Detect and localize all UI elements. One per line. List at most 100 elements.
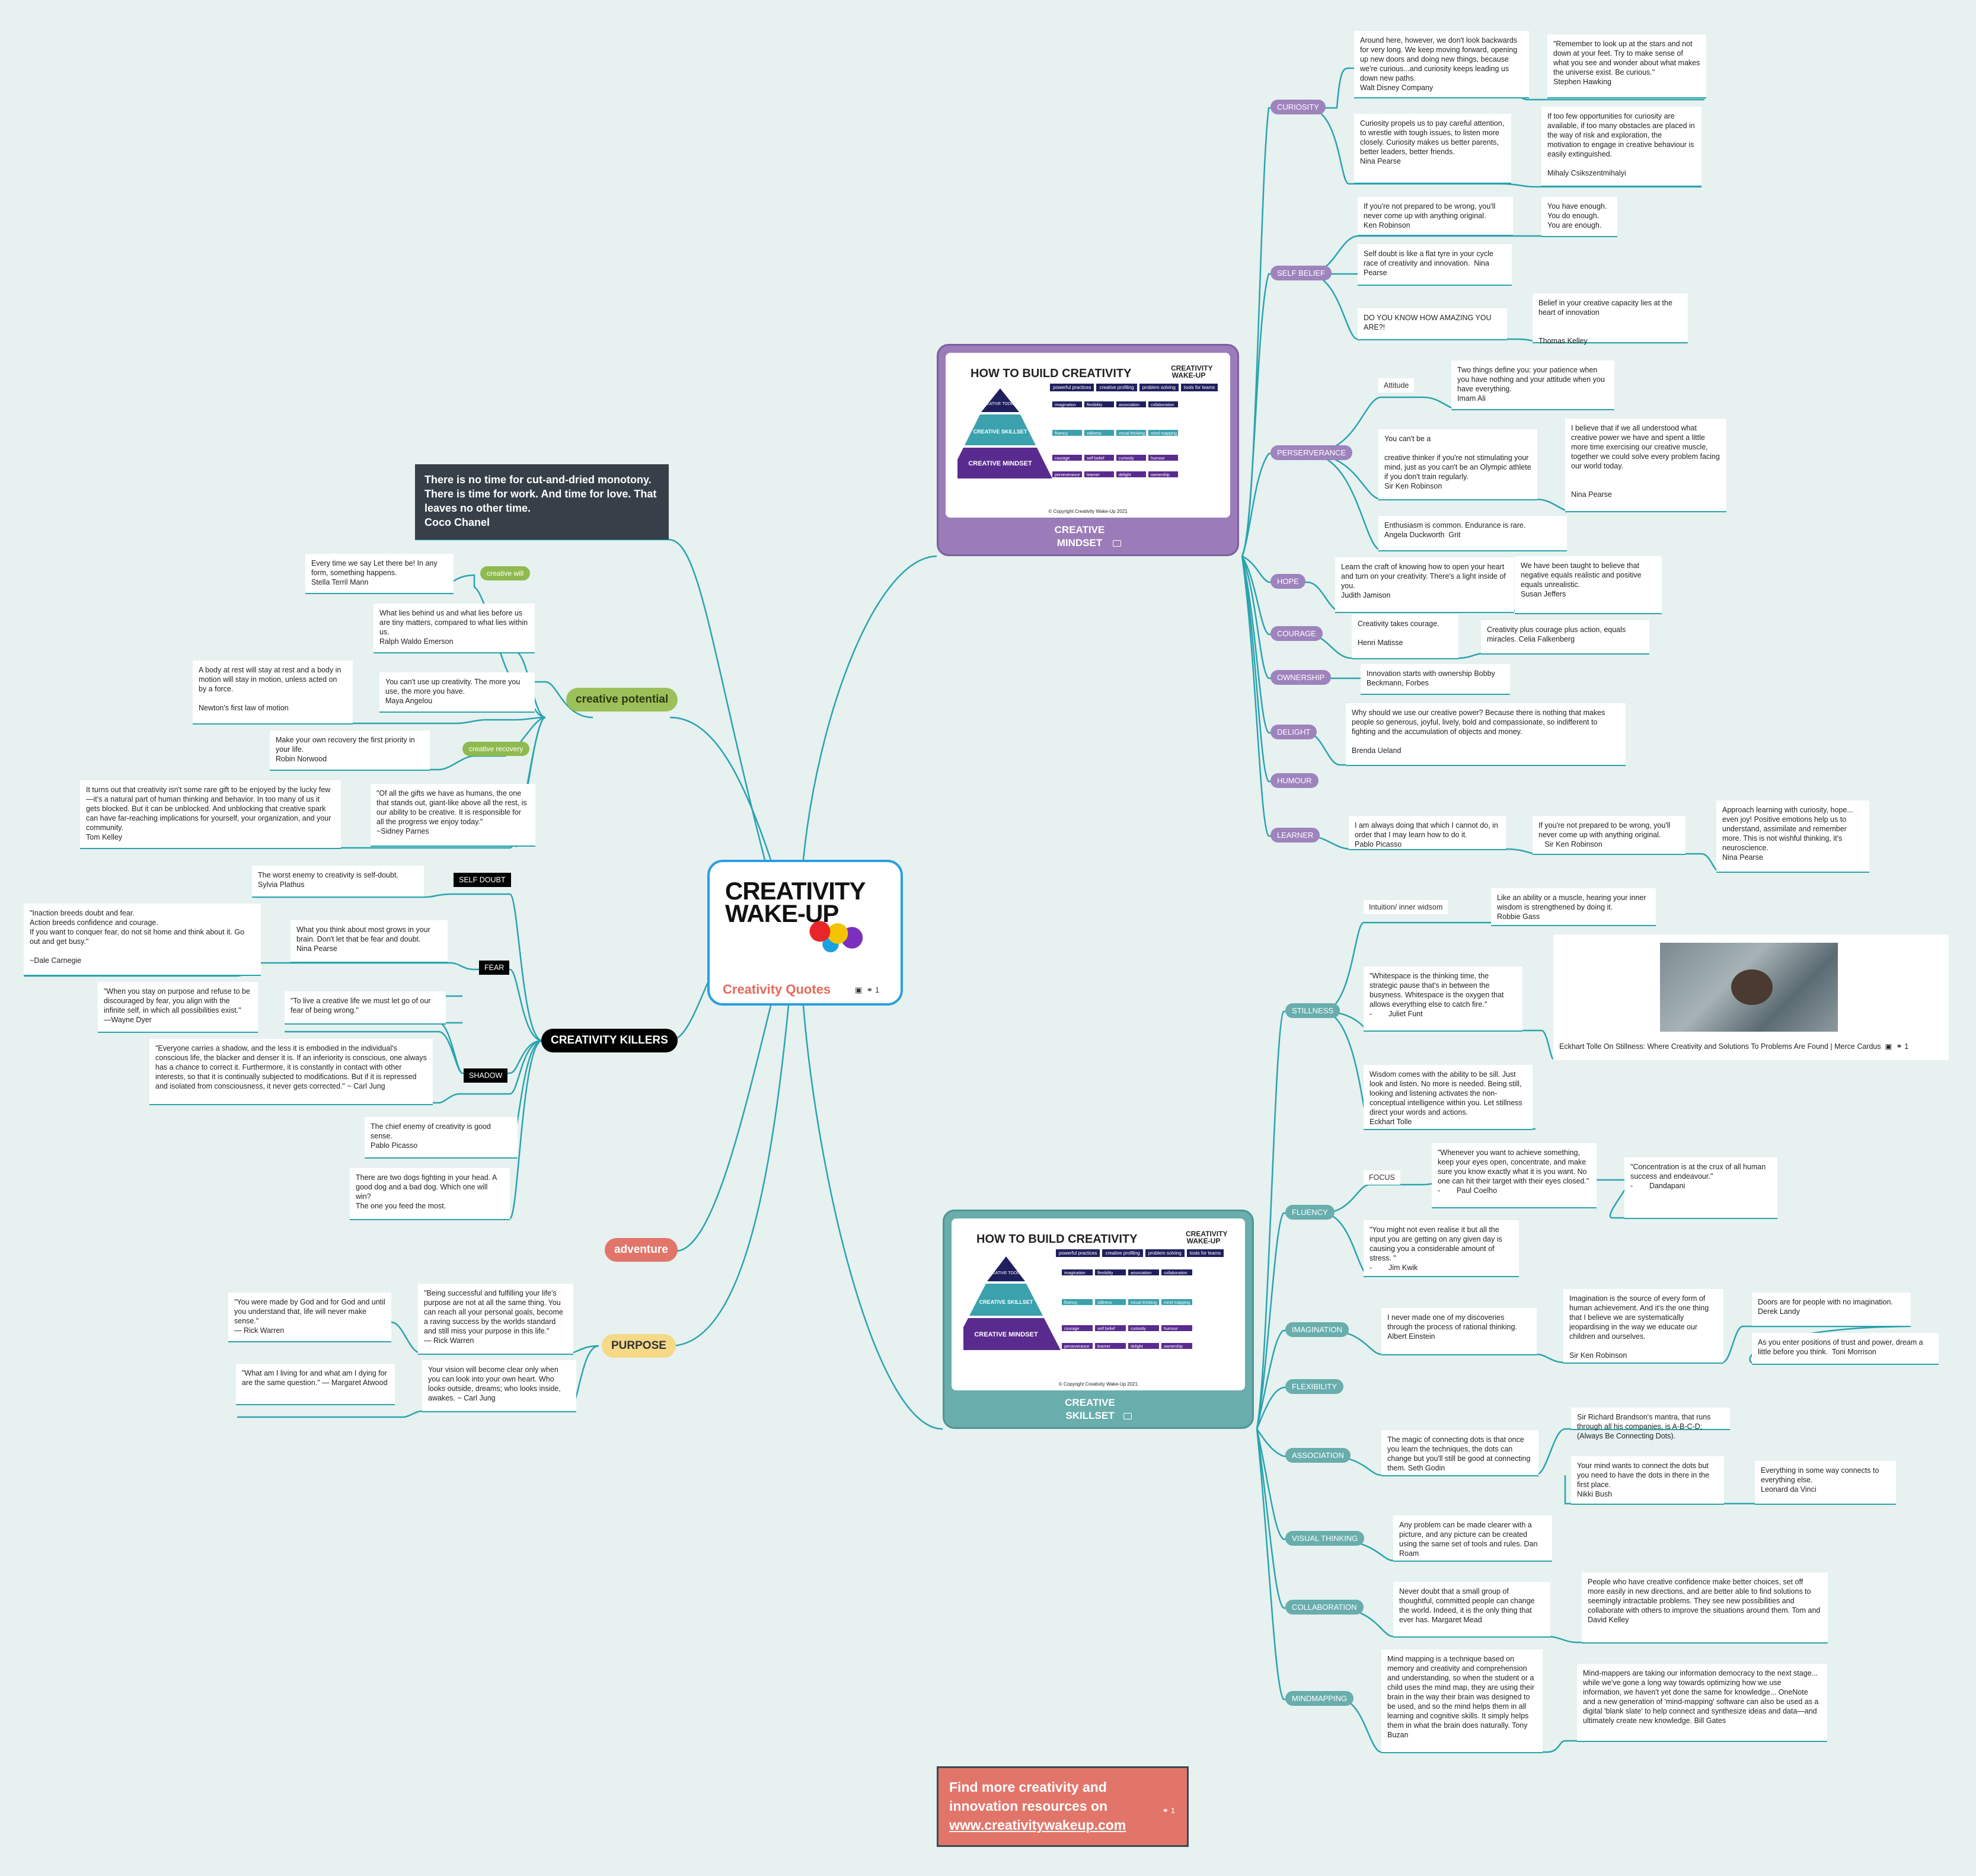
quote-card[interactable]: Never doubt that a small group of though… <box>1393 1582 1550 1638</box>
quote-card[interactable]: DO YOU KNOW HOW AMAZING YOU ARE?! <box>1358 308 1507 340</box>
quote-card[interactable]: "Everyone carries a shadow, and the less… <box>149 1039 433 1105</box>
quote-card[interactable]: If too few opportunities for curiosity a… <box>1541 107 1702 187</box>
quote-card[interactable]: "When you stay on purpose and refuse to … <box>98 982 258 1033</box>
quote-card[interactable]: Imagination is the source of every form … <box>1563 1289 1723 1364</box>
branch-stillness[interactable]: STILLNESS <box>1285 1003 1340 1018</box>
quote-card[interactable]: As you enter positions of trust and powe… <box>1752 1333 1939 1365</box>
quote-card[interactable]: "Inaction breeds doubt and fear. Action … <box>24 904 261 976</box>
quote-card[interactable]: Innovation starts with ownership Bobby B… <box>1361 664 1510 695</box>
quote-card[interactable]: I am always doing that which I cannot do… <box>1349 816 1506 850</box>
quote-card[interactable]: The worst enemy to creativity is self-do… <box>252 866 424 898</box>
quote-card[interactable]: Like an ability or a muscle, hearing you… <box>1491 888 1656 926</box>
quote-card[interactable]: Learn the craft of knowing how to open y… <box>1335 557 1514 613</box>
branch-creativity-killers[interactable]: CREATIVITY KILLERS <box>541 1029 678 1052</box>
quote-card[interactable]: "Concentration is at the crux of all hum… <box>1624 1157 1777 1219</box>
quote-card[interactable]: "You were made by God and for God and un… <box>228 1293 391 1342</box>
quote-card[interactable]: The magic of connecting dots is that onc… <box>1381 1430 1538 1476</box>
quote-card[interactable]: "Whitespace is the thinking time, the st… <box>1364 966 1522 1032</box>
label-intuition[interactable]: Intuition/ inner widsom <box>1364 900 1448 914</box>
branch-curiosity[interactable]: CURIOSITY <box>1270 100 1326 114</box>
quote-card[interactable]: Self doubt is like a flat tyre in your c… <box>1358 244 1512 286</box>
sub-fear[interactable]: FEAR <box>479 961 510 975</box>
branch-learner[interactable]: LEARNER <box>1270 828 1320 843</box>
quote-card[interactable]: Any problem can be made clearer with a p… <box>1393 1516 1552 1562</box>
quote-card[interactable]: A body at rest will stay at rest and a b… <box>193 661 353 725</box>
attachment-icons[interactable]: ▣ ⚭ 1 <box>855 985 880 994</box>
quote-card[interactable]: Everything in some way connects to every… <box>1755 1461 1896 1505</box>
quote-card[interactable]: Sir Richard Brandson's mantra, that runs… <box>1571 1408 1730 1440</box>
branch-delight[interactable]: DELIGHT <box>1270 725 1317 739</box>
quote-card[interactable]: Why should we use our creative power? Be… <box>1346 703 1626 766</box>
quote-card[interactable]: "Of all the gifts we have as humans, the… <box>371 784 535 847</box>
quote-card[interactable]: Every time we say Let there be! In any f… <box>305 554 454 594</box>
sub-shadow[interactable]: SHADOW <box>464 1068 508 1083</box>
branch-mindmapping[interactable]: MINDMAPPING <box>1285 1691 1354 1706</box>
stillness-article-link[interactable]: Eckhart Tolle On Stillness: Where Creati… <box>1553 934 1949 1060</box>
branch-humour[interactable]: HUMOUR <box>1270 773 1319 788</box>
branch-adventure[interactable]: adventure <box>605 1238 678 1262</box>
sub-creative-recovery[interactable]: creative recovery <box>462 742 530 756</box>
quote-card[interactable]: You have enough. You do enough. You are … <box>1541 197 1617 237</box>
branch-fluency[interactable]: FLUENCY <box>1285 1205 1335 1220</box>
link-icon[interactable]: ⚭ 1 <box>1162 1806 1175 1815</box>
quote-card[interactable]: "You might not even realise it but all t… <box>1364 1220 1519 1277</box>
branch-purpose[interactable]: PURPOSE <box>602 1334 676 1358</box>
quote-card[interactable]: Belief in your creative capacity lies at… <box>1533 293 1688 345</box>
quote-card[interactable]: Make your own recovery the first priorit… <box>270 730 430 771</box>
svg-text:ownership: ownership <box>1151 473 1170 477</box>
quote-card[interactable]: "Whenever you want to achieve something,… <box>1432 1143 1597 1208</box>
branch-association[interactable]: ASSOCIATION <box>1285 1448 1351 1463</box>
branch-creative-potential[interactable]: creative potential <box>566 688 678 712</box>
quote-card[interactable]: You can't use up creativity. The more yo… <box>379 672 535 713</box>
quote-card[interactable]: Wisdom comes with the ability to be sill… <box>1364 1065 1533 1130</box>
label-focus[interactable]: FOCUS <box>1364 1170 1400 1185</box>
quote-card[interactable]: Mind mapping is a technique based on mem… <box>1381 1650 1543 1753</box>
quote-card[interactable]: Creativity plus courage plus action, equ… <box>1481 620 1649 655</box>
quote-card[interactable]: What you think about most grows in your … <box>291 920 448 963</box>
creative-skillset-node[interactable]: HOW TO BUILD CREATIVITY CREATIVITY WAKE-… <box>943 1210 1254 1429</box>
quote-card[interactable]: Mind-mappers are taking our information … <box>1577 1664 1827 1742</box>
quote-card[interactable]: I never made one of my discoveries throu… <box>1381 1308 1537 1355</box>
quote-card[interactable]: "Remember to look up at the stars and no… <box>1547 34 1706 98</box>
quote-card[interactable]: It turns out that creativity isn't some … <box>80 780 341 849</box>
quote-card[interactable]: "Being successful and fulfilling your li… <box>418 1284 573 1355</box>
svg-text:fluency: fluency <box>1064 1301 1078 1305</box>
sub-self-doubt[interactable]: SELF DOUBT <box>454 873 511 887</box>
quote-card[interactable]: If you're not prepared to be wrong, you'… <box>1533 816 1685 855</box>
label-attitude[interactable]: Attitude <box>1378 378 1415 393</box>
quote-card[interactable]: Doors are for people with no imagination… <box>1752 1293 1911 1327</box>
branch-self-belief[interactable]: SELF BELIEF <box>1270 266 1332 280</box>
branch-courage[interactable]: COURAGE <box>1270 626 1323 641</box>
quote-card[interactable]: Creativity takes courage. Henri Matisse <box>1352 614 1458 659</box>
sub-creative-will[interactable]: creative will <box>480 566 531 580</box>
resources-link-box[interactable]: Find more creativity and innovation reso… <box>937 1766 1189 1847</box>
quote-card[interactable]: Two things define you: your patience whe… <box>1451 360 1614 410</box>
branch-hope[interactable]: HOPE <box>1270 574 1305 589</box>
quote-card[interactable]: People who have creative confidence make… <box>1582 1572 1828 1644</box>
website-link[interactable]: www.creativitywakeup.com <box>949 1817 1126 1833</box>
quote-card[interactable]: Your vision will become clear only when … <box>422 1360 576 1412</box>
branch-visual-thinking[interactable]: VISUAL THINKING <box>1285 1531 1365 1546</box>
coco-chanel-quote-card[interactable]: There is no time for cut-and-dried monot… <box>415 464 669 540</box>
quote-card[interactable]: I believe that if we all understood what… <box>1565 419 1726 512</box>
quote-card[interactable]: Curiosity propels us to pay careful atte… <box>1354 114 1511 184</box>
branch-ownership[interactable]: OWNERSHIP <box>1270 670 1332 685</box>
quote-card[interactable]: You can't be a creative thinker if you'r… <box>1378 429 1537 500</box>
quote-card[interactable]: "To live a creative life we must let go … <box>285 991 446 1025</box>
quote-card[interactable]: Approach learning with curiosity, hope..… <box>1716 800 1869 873</box>
quote-card[interactable]: What lies behind us and what lies before… <box>374 604 535 653</box>
quote-card[interactable]: Enthusiasm is common. Endurance is rare.… <box>1378 516 1567 551</box>
branch-perserverance[interactable]: PERSERVERANCE <box>1270 445 1353 460</box>
quote-card[interactable]: Around here, however, we don't look back… <box>1354 31 1529 98</box>
branch-imagination[interactable]: IMAGINATION <box>1285 1322 1349 1337</box>
quote-card[interactable]: We have been taught to believe that nega… <box>1515 556 1662 614</box>
branch-flexibility[interactable]: FLEXIBILITY <box>1285 1379 1343 1394</box>
quote-card[interactable]: The chief enemy of creativity is good se… <box>365 1117 518 1159</box>
quote-card[interactable]: If you're not prepared to be wrong, you'… <box>1358 197 1513 236</box>
quote-card[interactable]: There are two dogs fighting in your head… <box>350 1168 510 1220</box>
quote-card[interactable]: "What am I living for and what am I dyin… <box>236 1364 395 1405</box>
quote-card[interactable]: Your mind wants to connect the dots but … <box>1571 1456 1724 1505</box>
branch-collaboration[interactable]: COLLABORATION <box>1285 1600 1364 1615</box>
creative-mindset-node[interactable]: HOW TO BUILD CREATIVITY CREATIVITY WAKE-… <box>937 344 1239 556</box>
